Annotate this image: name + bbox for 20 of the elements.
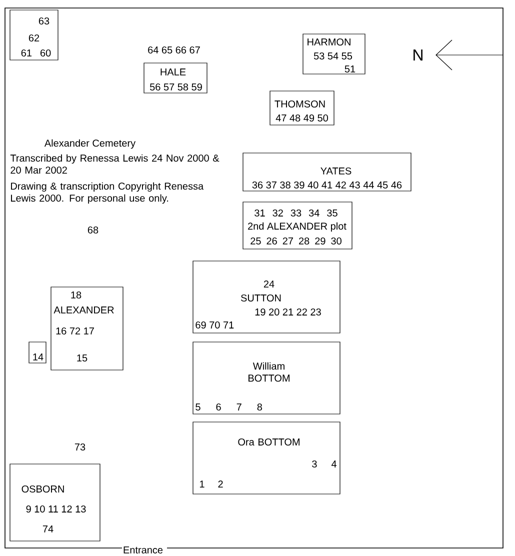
- plot-box: OSBORN 9 10 11 12 13 74: [10, 464, 100, 542]
- plot-box: 18 ALEXANDER 16 72 17 15: [50, 286, 124, 370]
- grave-number: 68: [88, 226, 98, 234]
- title-text: Alexander Cemetery: [44, 139, 136, 149]
- plot-box: 63 62 61 60: [10, 10, 58, 60]
- note-text: Transcribed by Renessa Lewis 24 Nov 2000 & 20 Mar 2002: [10, 154, 220, 174]
- plot-box: William BOTTOM 5 6 7 8: [192, 342, 340, 414]
- grave-number: 64 65 66 67: [148, 46, 200, 54]
- plot-box: 14: [28, 342, 46, 364]
- plot-box: YATES 36 37 38 39 40 41 42 43 44 45 46: [242, 152, 412, 192]
- plot-box: THOMSON 47 48 49 50: [270, 90, 334, 126]
- grave-number: 73: [74, 443, 86, 451]
- plot-box: HARMON 53 54 55 51: [302, 34, 366, 74]
- north-label: N: [414, 50, 422, 60]
- entrance-label: Entrance: [122, 546, 164, 554]
- plot-box: HALE 56 57 58 59: [144, 62, 208, 94]
- plot-box: Ora BOTTOM 1 2 3 4: [192, 422, 340, 494]
- plot-box: 31 32 33 34 35 2nd ALEXANDER plot 25 26 27 28 29 30: [242, 202, 352, 250]
- plot-box: 24 SUTTON 19 20 21 22 23 69 70 71: [192, 260, 340, 334]
- note-text: Drawing & transcription Copyright Renessa Lewis 2000. For personal use only.: [11, 182, 204, 204]
